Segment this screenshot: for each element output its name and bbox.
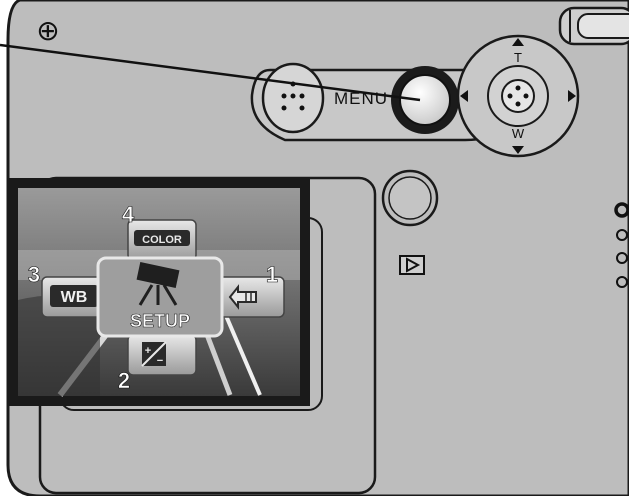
- menu-center-setup[interactable]: SETUP: [98, 258, 222, 336]
- option-number-2: 2: [118, 368, 130, 393]
- play-icon: [400, 256, 424, 274]
- svg-text:−: −: [157, 355, 163, 367]
- zoom-wide-label: W: [512, 126, 525, 141]
- speaker: [263, 64, 323, 132]
- round-button[interactable]: [383, 171, 437, 225]
- exposure-compensation-icon: + −: [142, 342, 166, 367]
- svg-text:COLOR: COLOR: [142, 234, 182, 246]
- svg-text:SETUP: SETUP: [130, 311, 190, 331]
- zoom-tele-label: T: [514, 50, 522, 65]
- menu-button[interactable]: [391, 66, 459, 134]
- option-number-4: 4: [122, 202, 135, 227]
- option-number-1: 1: [266, 262, 278, 287]
- menu-option-exposure[interactable]: + −: [128, 335, 196, 375]
- mode-slider[interactable]: [560, 8, 629, 44]
- option-number-3: 3: [28, 262, 40, 287]
- menu-option-color[interactable]: COLOR: [128, 220, 196, 260]
- strap-symbol-icon: ⊕: [36, 15, 59, 46]
- svg-text:+: +: [145, 345, 151, 357]
- svg-text:WB: WB: [61, 289, 88, 306]
